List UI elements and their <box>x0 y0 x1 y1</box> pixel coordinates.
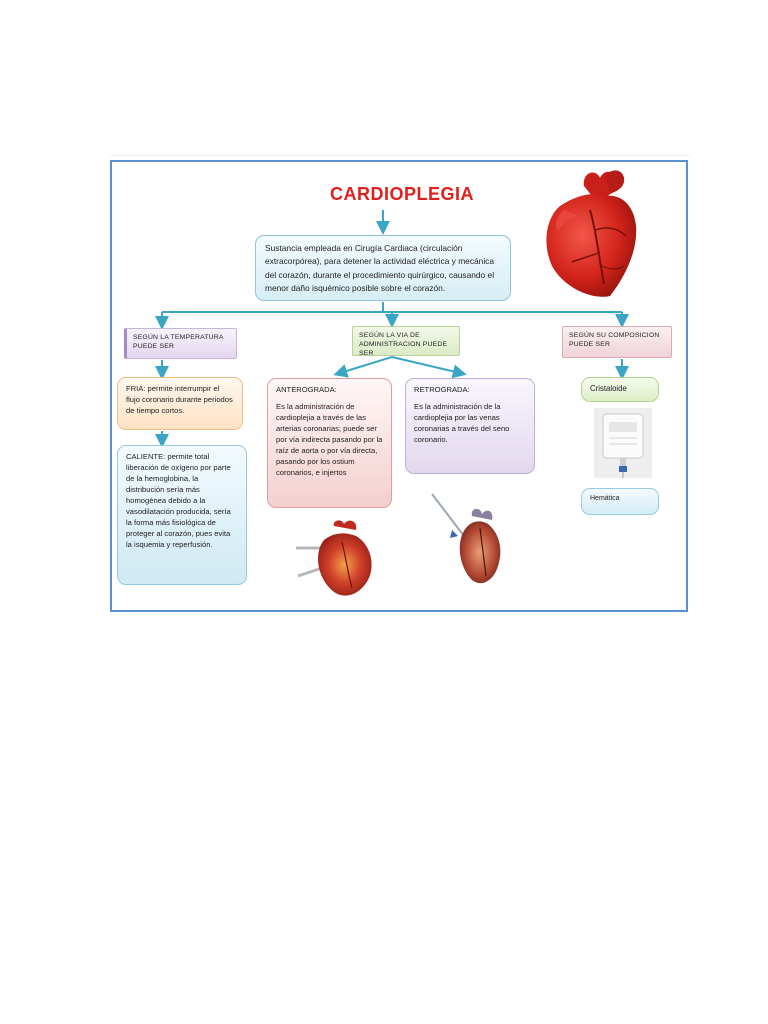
crystalloid-box: Cristaloide <box>581 377 659 402</box>
heart-antegrade-cannula-illustration <box>296 520 372 596</box>
heart-illustration <box>546 170 637 297</box>
page-rule <box>110 155 690 156</box>
connector-lines <box>155 210 629 448</box>
antegrade-title: ANTEROGRADA: <box>276 385 337 394</box>
category-temperature: SEGÚN LA TEMPERATURA PUEDE SER <box>124 328 237 359</box>
category-route: SEGÚN LA VIA DE ADMINISTRACION PUEDE SER <box>352 326 460 357</box>
retrograde-box: RETROGRADA: Es la administración de la c… <box>405 378 535 474</box>
heart-retrograde-cannula-illustration <box>431 493 501 584</box>
page-title: CARDIOPLEGIA <box>329 184 474 204</box>
antegrade-box: ANTEROGRADA: Es la administración de car… <box>267 378 392 508</box>
definition-box: Sustancia empleada en Cirugía Cardiaca (… <box>255 235 511 301</box>
warm-cardioplegia-box: CALIENTE: permite total liberación de ox… <box>117 445 247 585</box>
retrograde-title: RETROGRADA: <box>414 385 470 394</box>
cold-cardioplegia-box: FRIA: permite interrumpir el flujo coron… <box>117 377 243 430</box>
iv-bag-icon <box>594 408 652 478</box>
cardioplegia-concept-map: CARDIOPLEGIA Sustancia empleada en Cirug… <box>110 160 688 612</box>
retrograde-text: Es la administración de la cardioplejia … <box>414 402 510 444</box>
arrow-route-to-antegrade <box>333 356 393 378</box>
antegrade-text: Es la administración de cardioplejia a t… <box>276 402 383 477</box>
arrow-route-to-retrograde <box>391 356 467 379</box>
category-composition: SEGÚN SU COMPOSICION PUEDE SER <box>562 326 672 358</box>
hematic-box: Hemática <box>581 488 659 515</box>
